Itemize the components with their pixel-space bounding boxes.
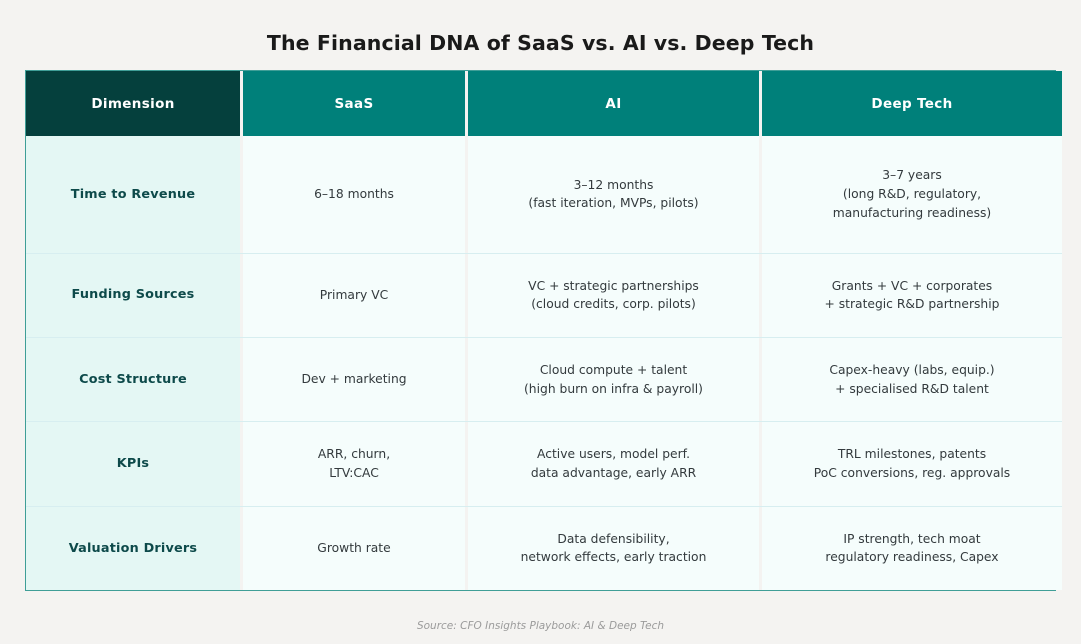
cell-text: Dev + marketing [243,366,465,393]
cell-text: Grants + VC + corporates + strategic R&D… [762,273,1062,318]
cell-ai: Data defensibility, network effects, ear… [468,505,759,590]
cell-text: Primary VC [243,282,465,309]
column-gap [759,136,762,253]
column-gap [465,421,468,506]
cell-line: TRL milestones, patents [837,447,987,462]
cell-text: Active users, model perf. data advantage… [468,441,759,486]
column-gap [465,336,468,422]
column-gap [240,136,243,253]
comparison-table: Dimension SaaS AI Deep Tech Time to Reve… [26,71,1062,590]
cell-text: 3–7 years (long R&D, regulatory, manufac… [762,162,1062,226]
column-header-dimension[interactable]: Dimension [26,71,240,136]
cell-text: ARR, churn, LTV:CAC [243,441,465,486]
cell-line: (long R&D, regulatory, [842,186,982,201]
cell-line: IP strength, tech moat [843,531,981,546]
cell-line: (fast iteration, MVPs, pilots) [528,196,699,211]
cell-line: VC + strategic partnerships [528,278,699,293]
cell-ai: Cloud compute + talent (high burn on inf… [468,336,759,422]
source-caption: Source: CFO Insights Playbook: AI & Deep… [416,620,665,632]
cell-dimension: KPIs [26,421,240,506]
cell-line: (high burn on infra & payroll) [524,381,703,396]
cell-text: IP strength, tech moat regulatory readin… [762,526,1062,571]
column-gap [465,252,468,337]
table-row: Time to Revenue 6–18 months 3–12 months … [26,136,1062,253]
table-header: Dimension SaaS AI Deep Tech [26,71,1062,136]
cell-ai: 3–12 months (fast iteration, MVPs, pilot… [468,136,759,253]
cell-text: Growth rate [243,535,465,562]
page-title: The Financial DNA of SaaS vs. AI vs. Dee… [266,31,815,55]
column-gap [759,71,762,136]
column-gap [240,71,243,136]
table-header-row: Dimension SaaS AI Deep Tech [26,71,1062,136]
table-row: KPIs ARR, churn, LTV:CAC Active users, m… [26,421,1062,506]
cell-line: ARR, churn, [317,447,391,462]
column-gap [759,252,762,337]
cell-line: Dev + marketing [301,372,407,387]
cell-deep-tech: Grants + VC + corporates + strategic R&D… [762,252,1062,337]
cell-line: (cloud credits, corp. pilots) [531,297,696,312]
cell-line: PoC conversions, reg. approvals [813,465,1011,480]
column-gap [465,136,468,253]
cell-line: + strategic R&D partnership [824,297,1000,312]
cell-saas: Growth rate [243,505,465,590]
cell-line: Growth rate [317,540,391,555]
cell-text: Cloud compute + talent (high burn on inf… [468,357,759,402]
cell-line: data advantage, early ARR [530,465,697,480]
cell-dimension: Time to Revenue [26,136,240,253]
cell-line: Data defensibility, [557,531,670,546]
cell-text: TRL milestones, patents PoC conversions,… [762,441,1062,486]
cell-text: Data defensibility, network effects, ear… [468,526,759,571]
cell-saas: ARR, churn, LTV:CAC [243,421,465,506]
cell-saas: Primary VC [243,252,465,337]
column-header-ai[interactable]: AI [468,71,759,136]
cell-line: Grants + VC + corporates [831,278,993,293]
cell-dimension: Valuation Drivers [26,505,240,590]
cell-text: 3–12 months (fast iteration, MVPs, pilot… [468,172,759,217]
cell-line: Cloud compute + talent [539,362,688,377]
column-gap [759,421,762,506]
cell-dimension: Funding Sources [26,252,240,337]
table-row: Cost Structure Dev + marketing Cloud com… [26,336,1062,422]
column-gap [759,336,762,422]
column-header-deep-tech[interactable]: Deep Tech [762,71,1062,136]
column-header-saas[interactable]: SaaS [243,71,465,136]
cell-deep-tech: IP strength, tech moat regulatory readin… [762,505,1062,590]
cell-line: LTV:CAC [329,465,379,480]
cell-saas: Dev + marketing [243,336,465,422]
cell-line: Primary VC [319,287,389,302]
column-gap [240,336,243,422]
cell-saas: 6–18 months [243,136,465,253]
cell-line: + specialised R&D talent [835,381,989,396]
column-gap [759,505,762,590]
cell-deep-tech: 3–7 years (long R&D, regulatory, manufac… [762,136,1062,253]
column-gap [240,421,243,506]
cell-deep-tech: Capex-heavy (labs, equip.) + specialised… [762,336,1062,422]
cell-text: VC + strategic partnerships (cloud credi… [468,273,759,318]
table-row: Funding Sources Primary VC VC + strategi… [26,252,1062,337]
cell-ai: VC + strategic partnerships (cloud credi… [468,252,759,337]
cell-text: Capex-heavy (labs, equip.) + specialised… [762,357,1062,402]
column-gap [465,71,468,136]
cell-text: 6–18 months [243,181,465,208]
cell-line: 6–18 months [314,186,394,201]
cell-line: Active users, model perf. [537,447,690,462]
cell-deep-tech: TRL milestones, patents PoC conversions,… [762,421,1062,506]
cell-line: 3–12 months [573,177,654,192]
cell-dimension: Cost Structure [26,336,240,422]
column-gap [465,505,468,590]
cell-line: regulatory readiness, Capex [825,550,999,565]
cell-ai: Active users, model perf. data advantage… [468,421,759,506]
cell-line: network effects, early traction [520,550,707,565]
column-gap [240,252,243,337]
column-gap [240,505,243,590]
table-row: Valuation Drivers Growth rate Data defen… [26,505,1062,590]
cell-line: 3–7 years [882,168,942,183]
comparison-table-container: Dimension SaaS AI Deep Tech Time to Reve… [25,70,1062,591]
table-body: Time to Revenue 6–18 months 3–12 months … [26,136,1062,590]
cell-line: manufacturing readiness) [832,205,992,220]
cell-line: Capex-heavy (labs, equip.) [829,362,995,377]
